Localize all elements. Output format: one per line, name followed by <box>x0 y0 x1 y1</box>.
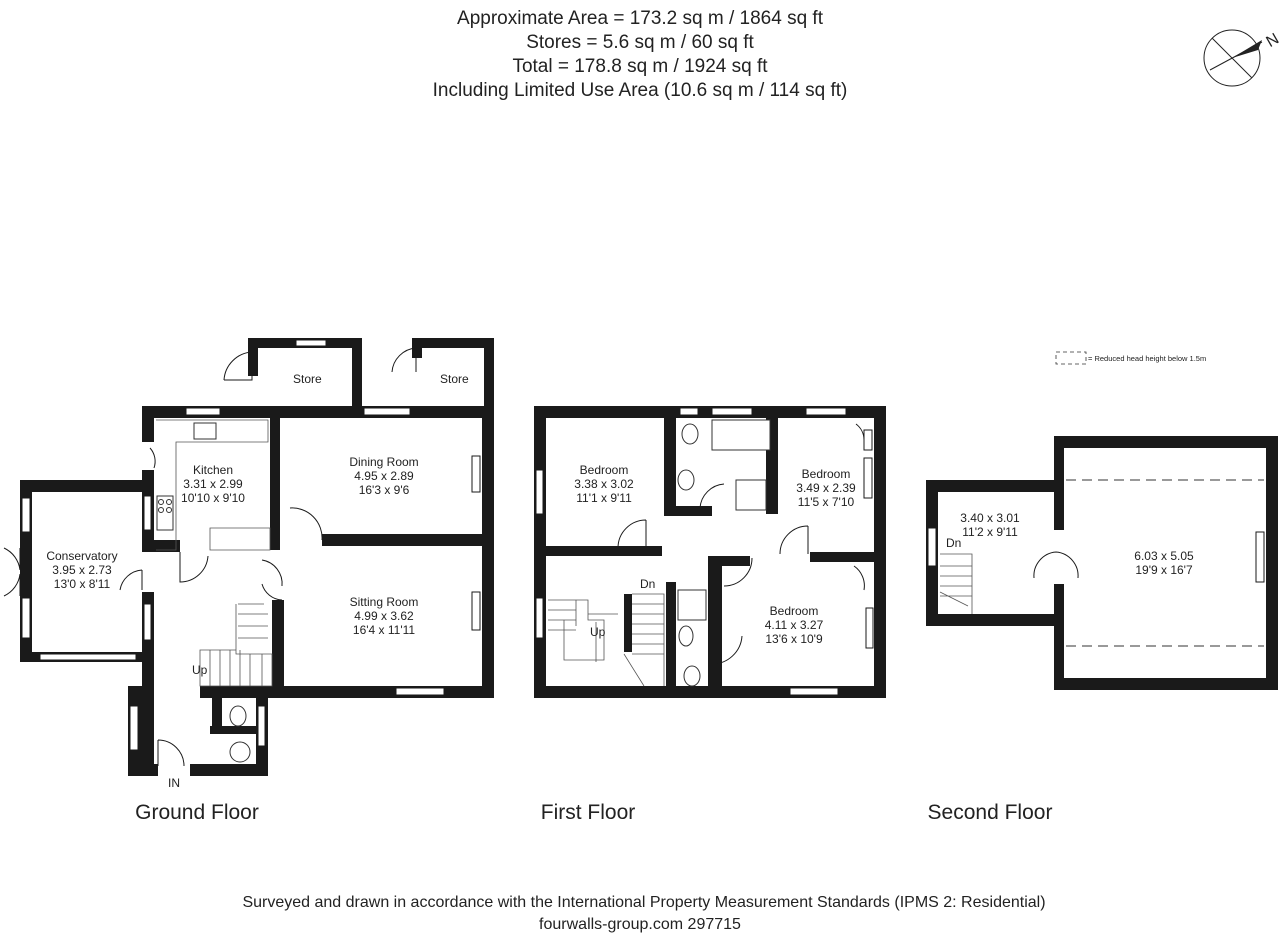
conservatory-imperial: 13'0 x 8'11 <box>54 577 111 591</box>
first-floor-title: First Floor <box>541 801 636 824</box>
stores-area-text: Stores = 5.6 sq m / 60 sq ft <box>526 32 754 53</box>
conservatory-name: Conservatory <box>46 549 117 563</box>
second-floor-title: Second Floor <box>928 801 1053 824</box>
kitchen-name: Kitchen <box>193 463 233 477</box>
ground-floor-title: Ground Floor <box>135 801 259 824</box>
second-floor-plan: 3.40 x 3.01 11'2 x 9'11 Dn 6.03 x 5.05 1… <box>926 436 1278 690</box>
second-room1-imperial: 11'2 x 9'11 <box>962 525 1018 539</box>
ground-main-walls <box>128 406 494 776</box>
first-stairs-down-label: Dn <box>640 577 655 591</box>
kitchen-imperial: 10'10 x 9'10 <box>181 491 245 505</box>
second-room2-imperial: 19'9 x 16'7 <box>1135 563 1193 577</box>
legend: = Reduced head height below 1.5m <box>1055 351 1206 365</box>
entrance-label: IN <box>168 776 180 790</box>
compass-north-label: N <box>1264 30 1280 51</box>
bedroom3-metric: 4.11 x 3.27 <box>765 618 824 632</box>
store2-walls <box>412 338 494 412</box>
first-stairs-up-label: Up <box>590 625 606 639</box>
sitting-room-metric: 4.99 x 3.62 <box>354 609 414 623</box>
second-stairs-down-label: Dn <box>946 536 961 550</box>
store2-label: Store <box>440 372 469 386</box>
limited-use-area-text: Including Limited Use Area (10.6 sq m / … <box>433 80 848 101</box>
bedroom1-name: Bedroom <box>580 463 629 477</box>
first-floor-plan: Bedroom 3.38 x 3.02 11'1 x 9'11 Bedroom … <box>534 406 886 698</box>
kitchen-metric: 3.31 x 2.99 <box>183 477 243 491</box>
bedroom1-imperial: 11'1 x 9'11 <box>576 491 632 505</box>
first-floor-walls <box>534 406 886 698</box>
total-area-text: Total = 178.8 sq m / 1924 sq ft <box>512 56 768 77</box>
sitting-room-name: Sitting Room <box>350 595 419 609</box>
dining-room-metric: 4.95 x 2.89 <box>354 469 414 483</box>
bedroom2-imperial: 11'5 x 7'10 <box>798 495 855 509</box>
bedroom3-imperial: 13'6 x 10'9 <box>765 632 823 646</box>
store1-walls <box>248 338 362 412</box>
reference-text: fourwalls-group.com 297715 <box>539 916 741 933</box>
survey-standard-text: Surveyed and drawn in accordance with th… <box>242 894 1045 911</box>
bedroom1-metric: 3.38 x 3.02 <box>574 477 634 491</box>
area-summary: Approximate Area = 173.2 sq m / 1864 sq … <box>433 8 848 101</box>
lobby-walls <box>128 686 268 776</box>
legend-swatch <box>1055 351 1087 365</box>
dining-room-name: Dining Room <box>349 455 418 469</box>
approximate-area-text: Approximate Area = 173.2 sq m / 1864 sq … <box>457 8 824 29</box>
second-floor-walls <box>926 436 1278 690</box>
bedroom3-name: Bedroom <box>770 604 819 618</box>
dining-room-imperial: 16'3 x 9'6 <box>359 483 410 497</box>
second-room2-metric: 6.03 x 5.05 <box>1134 549 1194 563</box>
second-room1-metric: 3.40 x 3.01 <box>960 511 1020 525</box>
legend-text: = Reduced head height below 1.5m <box>1088 354 1206 363</box>
bedroom2-name: Bedroom <box>802 467 851 481</box>
ground-floor-plan: Store Store Kitchen 3.31 x 2.99 10'10 x … <box>3 338 494 790</box>
sitting-room-imperial: 16'4 x 11'11 <box>353 623 416 637</box>
store1-label: Store <box>293 372 322 386</box>
conservatory-metric: 3.95 x 2.73 <box>52 563 112 577</box>
bedroom2-metric: 3.49 x 2.39 <box>796 481 856 495</box>
north-compass-icon: N <box>1203 29 1280 87</box>
ground-stairs-up-label: Up <box>192 663 208 677</box>
conservatory-walls <box>20 480 154 696</box>
